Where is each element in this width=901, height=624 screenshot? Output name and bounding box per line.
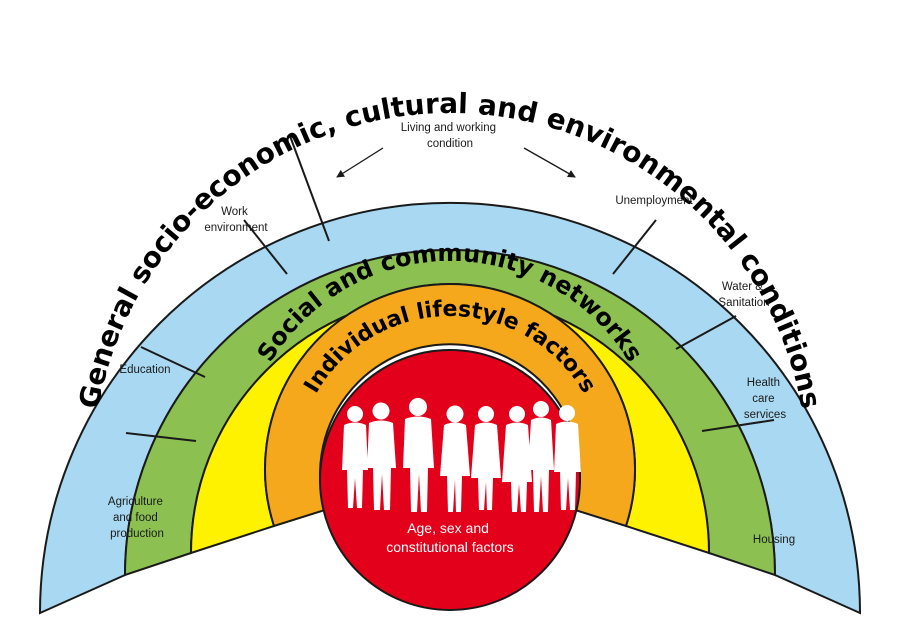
segment-work-environment: Work environment [204,206,268,234]
segment-dividers [125,135,775,442]
segment-water-sanitation: Water & Sanitation [718,281,769,309]
people-silhouettes-icon [342,398,581,512]
segment-health-care: Health care services [744,377,786,421]
segment-education: Education [119,364,170,376]
segment-agriculture: Agriculture and food production [108,496,166,540]
arrow-right-icon [523,147,576,178]
segment-unemployment: Unemployment [615,195,693,207]
lifestyle-band [264,283,636,528]
core-label: Age, sex and constitutional factors [386,520,514,555]
living-conditions-heading: Living and working condition [401,122,499,150]
segment-housing: Housing [753,534,795,546]
arrow-left-icon [336,147,384,178]
